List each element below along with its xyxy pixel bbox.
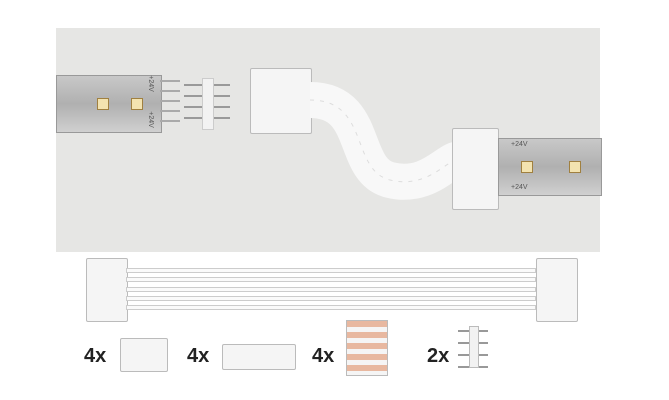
clamp-connector (346, 320, 388, 376)
end-cap (120, 338, 168, 372)
led-strip-left: +24V +24V (56, 75, 162, 133)
quantity-label: 2x (427, 345, 450, 367)
led (97, 98, 109, 110)
cable-connector-right (536, 258, 578, 322)
cable-connector-left (86, 258, 128, 322)
led (569, 161, 581, 173)
voltage-label: +24V (511, 184, 528, 191)
quantity-label: 4x (312, 345, 335, 367)
quantity-label: 4x (84, 345, 107, 367)
strip-contacts (160, 80, 180, 126)
voltage-label: +24V (146, 111, 154, 128)
quantity-label: 4x (187, 345, 210, 367)
ribbon-cable (126, 268, 536, 310)
voltage-label: +24V (511, 141, 528, 148)
flex-cable (308, 82, 468, 200)
clip-connector-right (452, 128, 499, 210)
led (521, 161, 533, 173)
pin-connector-accessory (458, 322, 488, 370)
pin-connector (184, 78, 230, 130)
led-strip-right: +24V +24V (498, 138, 602, 196)
voltage-label: +24V (146, 75, 154, 92)
clip-connector-left (250, 68, 312, 134)
clip-cover (222, 344, 296, 370)
led (131, 98, 143, 110)
